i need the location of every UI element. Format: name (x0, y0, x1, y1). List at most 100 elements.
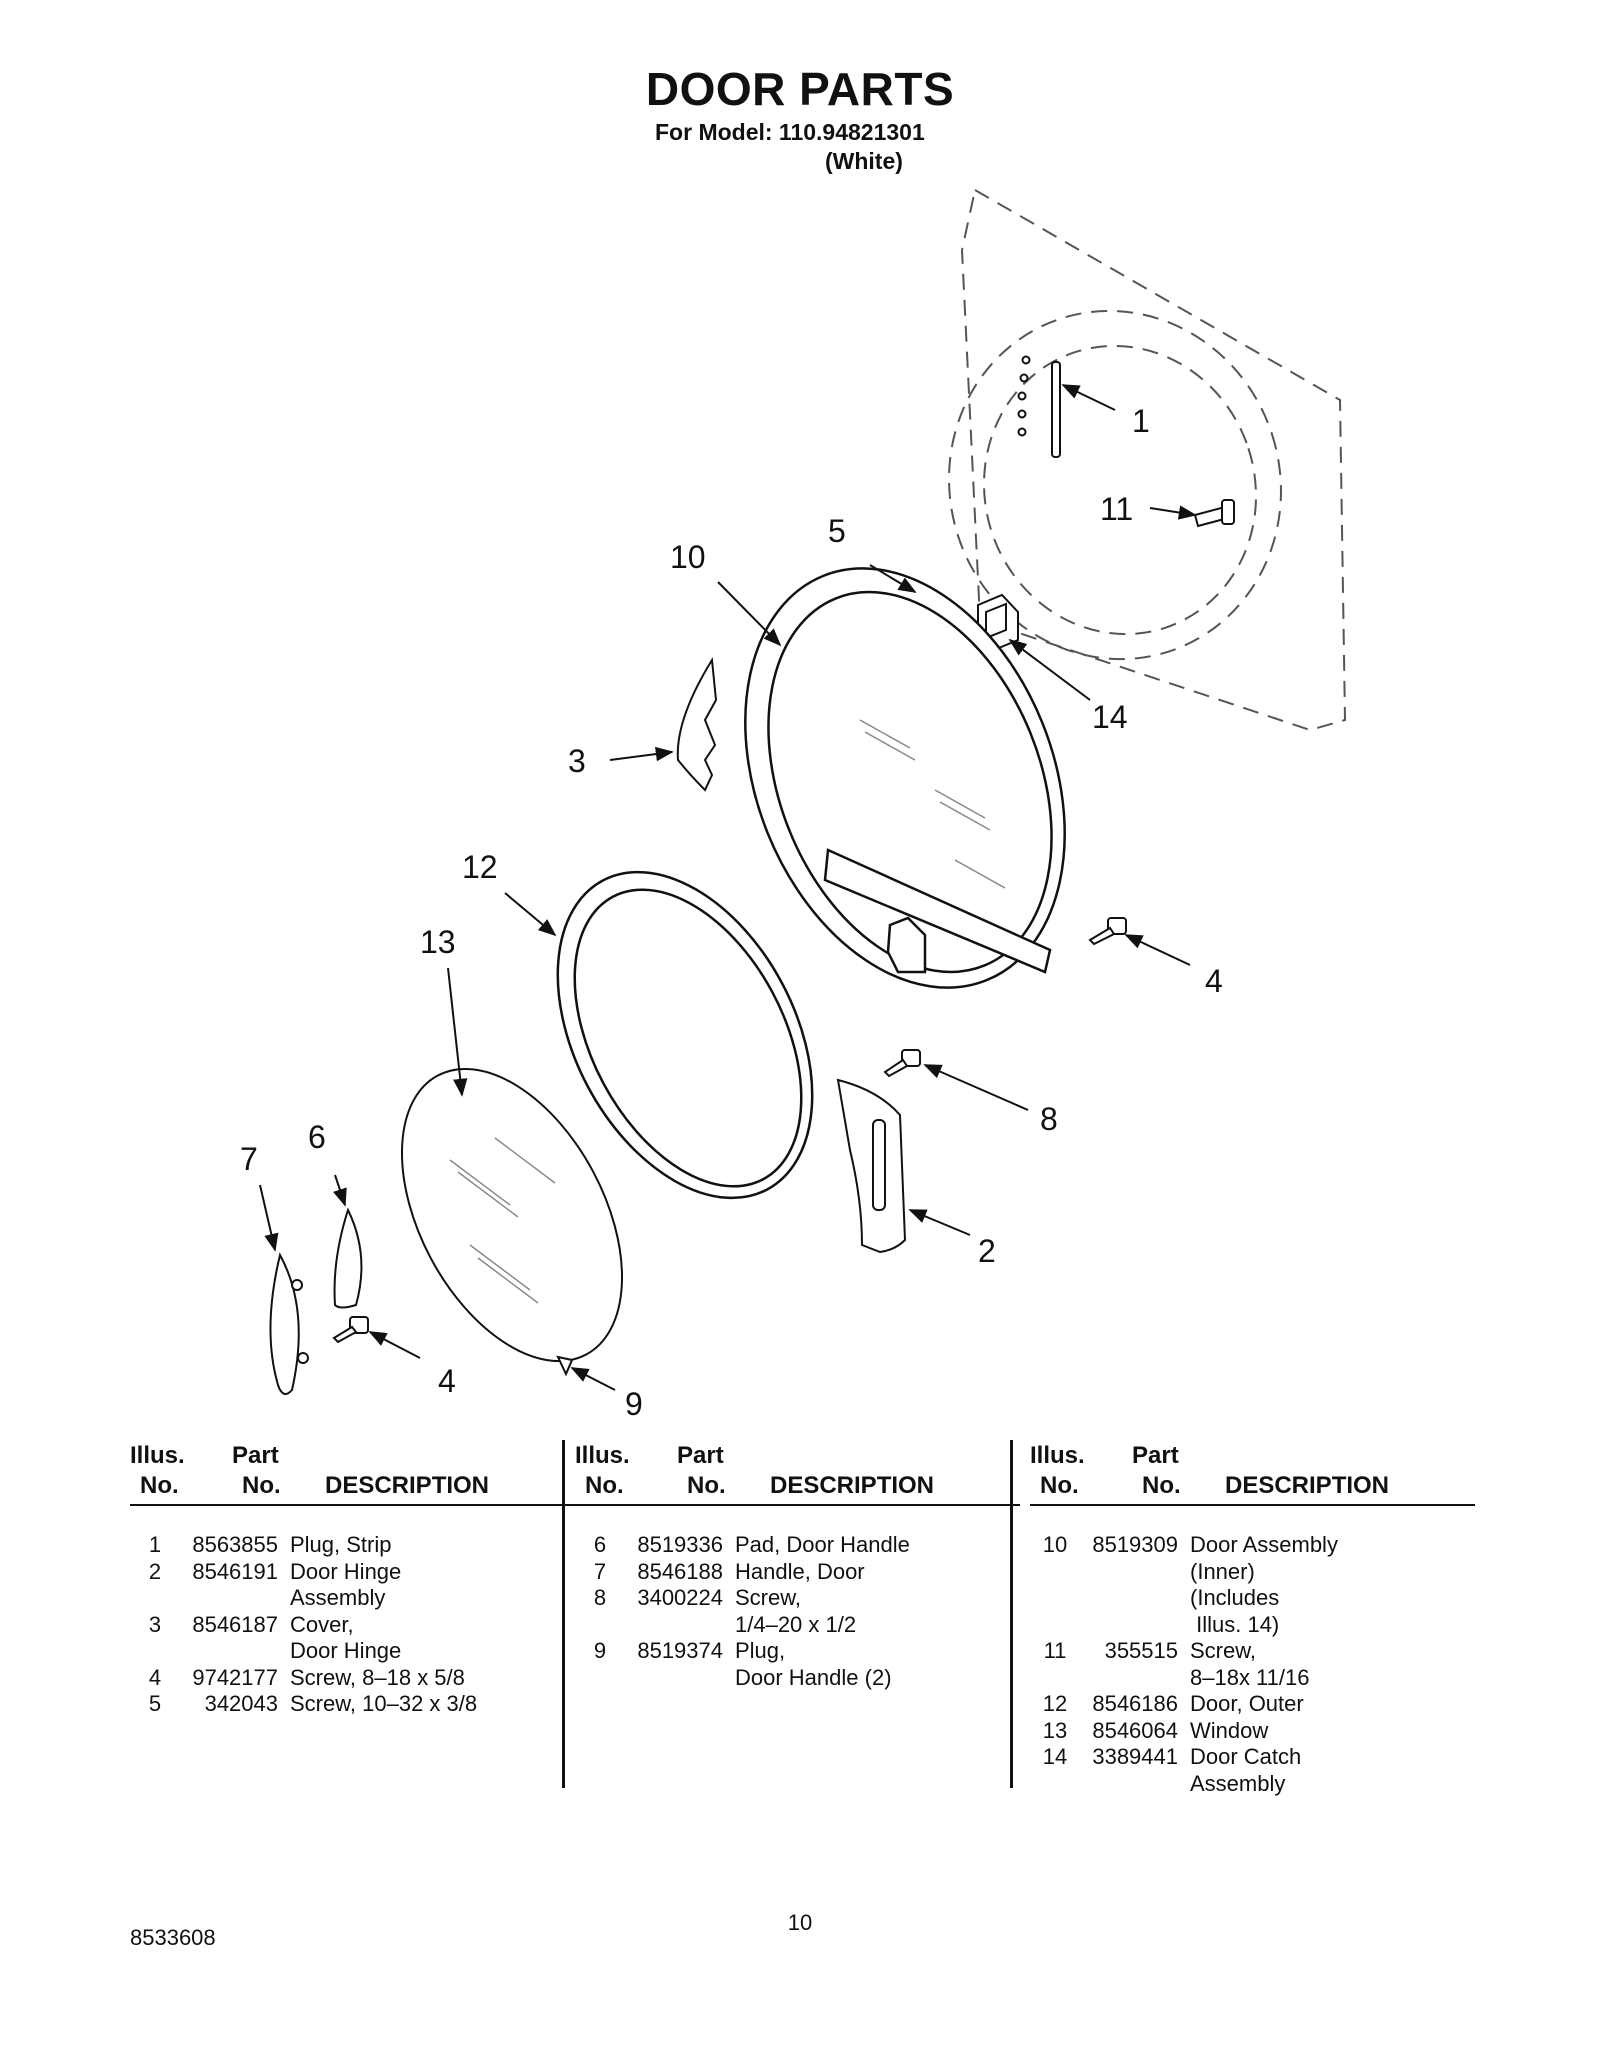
part-no-cell: 8519336 (637, 1532, 723, 1557)
illus-no-cell (130, 1638, 180, 1665)
description-cell: Screw, (735, 1585, 802, 1610)
description-cell: (Inner) (1190, 1558, 1255, 1584)
exploded-parts-diagram: 1 11 5 10 14 3 12 13 4 8 7 6 2 4 9 (240, 188, 1347, 1422)
callout-9: 9 (625, 1386, 643, 1422)
part-no-cell: 8546191 (192, 1558, 278, 1584)
description-cell: Door, Outer (1190, 1691, 1304, 1716)
description-cell: Handle, Door (735, 1558, 865, 1584)
description-cell: Plug, (735, 1638, 786, 1663)
column-divider (562, 1440, 565, 1788)
model-line: For Model: 110.94821301 (655, 119, 925, 145)
column-divider (1010, 1440, 1013, 1788)
callout-12: 12 (462, 849, 498, 885)
callout-14: 14 (1092, 699, 1128, 735)
part-no-cell (1080, 1559, 1178, 1586)
handle-pad-part (333, 1207, 363, 1309)
illus-no-cell: 13 (1042, 1717, 1068, 1743)
part-no-cell: 8519309 (1092, 1532, 1178, 1557)
part-no-cell (1080, 1585, 1178, 1612)
header-description: DESCRIPTION (1225, 1472, 1390, 1499)
table-row: (Inner) (1030, 1559, 1475, 1586)
parts-table-col-3: Illus. No. Part No. DESCRIPTION 10 851930… (1030, 1440, 1475, 1797)
illus-no-cell (575, 1665, 625, 1692)
description-cell: Assembly (1190, 1770, 1286, 1796)
part-no-cell (625, 1665, 723, 1692)
illus-no-cell (575, 1612, 625, 1639)
callout-7: 7 (240, 1141, 258, 1177)
description-cell: 1/4–20 x 1/2 (735, 1611, 857, 1637)
description-cell: Pad, Door Handle (735, 1532, 910, 1557)
part-no-cell: 3389441 (1092, 1744, 1178, 1769)
callout-1: 1 (1132, 403, 1150, 439)
hinge-cover-part (676, 656, 718, 792)
table-row: 13 8546064 Window (1030, 1718, 1475, 1745)
illus-no-cell: 8 (593, 1585, 607, 1610)
header-part-no: No. (242, 1472, 281, 1499)
header-illus: Illus. (1030, 1442, 1085, 1469)
illus-no-cell: 3 (148, 1611, 162, 1637)
description-cell: Door Catch (1190, 1744, 1302, 1769)
description-cell: Screw, 10–32 x 3/8 (290, 1691, 478, 1716)
screw-8-part (883, 1049, 921, 1078)
part-no-cell: 8519374 (637, 1638, 723, 1663)
header-part: Part (232, 1442, 279, 1469)
illus-no-cell: 4 (148, 1664, 162, 1690)
part-no-cell: 8546064 (1092, 1717, 1178, 1743)
callout-3: 3 (568, 743, 586, 779)
part-no-cell: 3400224 (637, 1585, 723, 1610)
callout-2: 2 (978, 1233, 996, 1269)
part-no-cell: 8546186 (1092, 1691, 1178, 1716)
part-no-cell (1080, 1612, 1178, 1639)
header-description: DESCRIPTION (770, 1472, 935, 1499)
description-cell: Door Handle (2) (735, 1664, 892, 1690)
illus-no-cell: 7 (593, 1558, 607, 1584)
table-header: Illus. No. Part No. DESCRIPTION (575, 1440, 1020, 1506)
header-illus-no: No. (1040, 1472, 1079, 1499)
part-no-cell: 8546187 (192, 1611, 278, 1637)
illus-no-cell (1030, 1612, 1080, 1639)
description-cell: Door Hinge (290, 1558, 402, 1584)
table-row: 14 3389441 Door Catch (1030, 1744, 1475, 1771)
part-no-cell: 342043 (204, 1691, 278, 1716)
description-cell: Door Hinge (290, 1638, 402, 1663)
description-cell: Window (1190, 1717, 1269, 1743)
callout-10: 10 (670, 539, 706, 575)
illus-no-cell (1030, 1585, 1080, 1612)
illus-no-cell (1030, 1771, 1080, 1798)
callout-4-lower: 4 (438, 1363, 456, 1399)
header-illus: Illus. (575, 1442, 630, 1469)
part-no-cell: 8563855 (192, 1532, 278, 1557)
table-row: Illus. 14) (1030, 1612, 1475, 1639)
callout-5: 5 (828, 513, 846, 549)
part-no-cell (180, 1585, 278, 1612)
part-no-cell (1080, 1665, 1178, 1692)
illus-no-cell: 14 (1042, 1744, 1068, 1769)
illus-no-cell: 10 (1042, 1532, 1068, 1557)
document-number: 8533608 (130, 1925, 216, 1950)
part-no-cell (180, 1638, 278, 1665)
table-header: Illus. No. Part No. DESCRIPTION (1030, 1440, 1475, 1506)
callout-labels: 1 11 5 10 14 3 12 13 4 8 7 6 2 4 9 (240, 403, 1223, 1422)
model-subtitle: For Model: 110.94821301 (White) (655, 118, 925, 176)
table-row: Door Hinge (130, 1638, 575, 1665)
illus-no-cell (1030, 1559, 1080, 1586)
table-header: Illus. No. Part No. DESCRIPTION (130, 1440, 575, 1506)
description-cell: Cover, (290, 1611, 354, 1637)
plug-9-part (556, 1355, 574, 1377)
table-row: Assembly (130, 1585, 575, 1612)
illus-no-cell: 11 (1043, 1638, 1067, 1663)
leader-arrows (259, 384, 1197, 1391)
outer-door-ring (556, 870, 814, 1200)
illus-no-cell (1030, 1665, 1080, 1692)
description-cell: Door Assembly (1190, 1532, 1338, 1557)
